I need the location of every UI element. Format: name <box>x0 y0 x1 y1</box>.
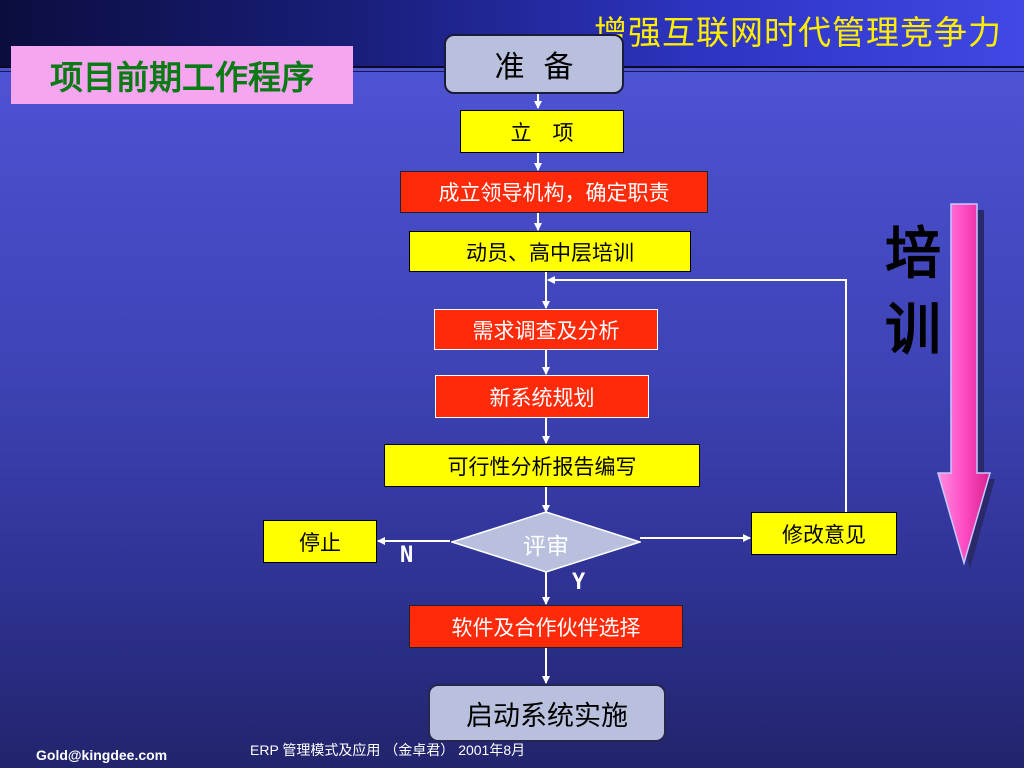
training-arrow <box>937 203 995 569</box>
training-label-2: 训 <box>885 297 941 363</box>
no-branch-label: N <box>400 543 414 568</box>
footer-email: Gold@kingdee.com <box>36 747 168 763</box>
step-revise: 修改意见 <box>751 512 897 555</box>
step-leadership-label: 成立领导机构，确定职责 <box>438 181 670 205</box>
step-approve-label: 立 项 <box>510 120 574 145</box>
step-planning: 新系统规划 <box>435 375 649 418</box>
step-launch-label: 启动系统实施 <box>466 700 628 732</box>
yes-branch-label: Y <box>572 570 586 595</box>
step-feasibility-label: 可行性分析报告编写 <box>447 454 637 479</box>
step-stop-label: 停止 <box>299 530 341 555</box>
step-mobilize: 动员、高中层培训 <box>409 231 691 272</box>
step-planning-label: 新系统规划 <box>489 385 595 410</box>
training-label-1: 培 <box>885 221 941 287</box>
step-leadership: 成立领导机构，确定职责 <box>400 171 708 213</box>
step-review-label: 评审 <box>523 534 569 560</box>
step-feasibility: 可行性分析报告编写 <box>384 444 700 487</box>
step-needs: 需求调查及分析 <box>434 309 658 350</box>
step-revise-label: 修改意见 <box>782 522 866 547</box>
step-needs-label: 需求调查及分析 <box>472 318 620 343</box>
step-mobilize-label: 动员、高中层培训 <box>466 240 634 265</box>
step-approve: 立 项 <box>460 110 624 153</box>
header-slogan: 增强互联网时代管理竞争力 <box>594 13 1002 52</box>
step-review-diamond <box>451 511 641 573</box>
step-stop: 停止 <box>263 520 377 563</box>
step-prepare: 准 备 <box>444 34 624 94</box>
footer-source: ERP 管理模式及应用 （金卓君） 2001年8月 <box>250 742 526 758</box>
connector-revise-loop <box>547 276 847 512</box>
step-prepare-label: 准 备 <box>494 50 574 85</box>
step-software: 软件及合作伙伴选择 <box>409 605 683 648</box>
step-launch: 启动系统实施 <box>428 684 666 742</box>
step-software-label: 软件及合作伙伴选择 <box>451 615 641 640</box>
page-title: 项目前期工作程序 <box>11 46 353 104</box>
